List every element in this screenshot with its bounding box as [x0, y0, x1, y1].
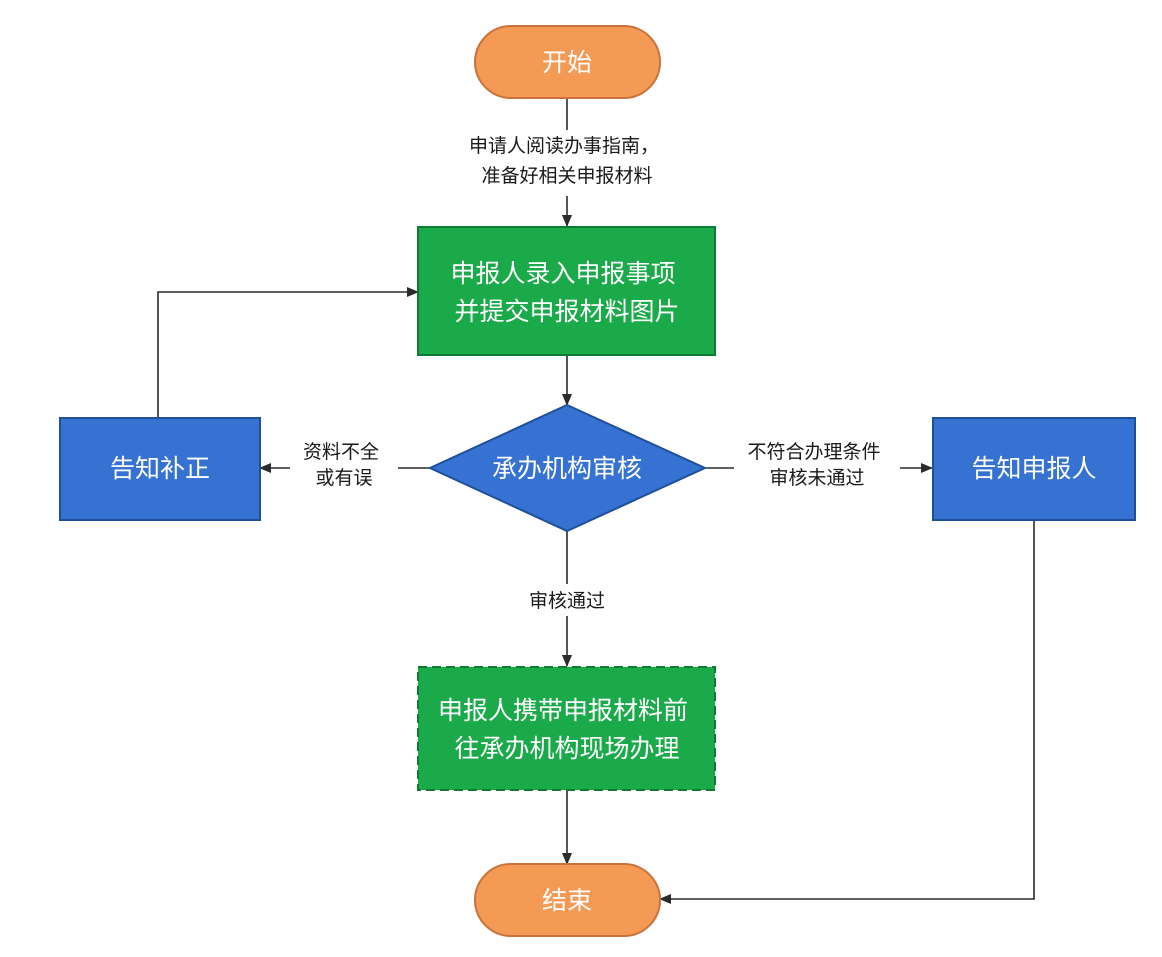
edge-label-review-to-notify: 不符合办理条件 审核未通过	[747, 441, 886, 489]
end-node: 结束	[474, 863, 661, 937]
onsite-node-label: 申报人携带申报材料前 往承办机构现场办理	[438, 696, 696, 763]
end-node-label: 结束	[542, 886, 592, 915]
review-decision-label: 承办机构审核	[492, 454, 642, 483]
onsite-node: 申报人携带申报材料前 往承办机构现场办理	[417, 666, 716, 791]
edge-label-review-to-onsite: 审核通过	[529, 590, 605, 612]
connectors	[157, 98, 1035, 904]
review-decision-node: 承办机构审核	[427, 403, 708, 533]
submit-node: 申报人录入申报事项 并提交申报材料图片	[417, 226, 716, 356]
edge-label-review-to-supplement: 资料不全 或有误	[303, 441, 385, 489]
connector-supplement-to-submit	[157, 287, 419, 418]
supplement-node-label: 告知补正	[110, 454, 210, 483]
start-node: 开始	[474, 25, 661, 99]
notify-node: 告知申报人	[932, 417, 1136, 521]
start-node-label: 开始	[542, 48, 592, 77]
supplement-node: 告知补正	[59, 417, 261, 521]
edge-label-start-to-submit: 申请人阅读办事指南， 准备好相关申报材料	[469, 135, 665, 187]
notify-node-label: 告知申报人	[971, 454, 1096, 483]
connector-notify-to-end	[659, 520, 1035, 904]
submit-node-label: 申报人录入申报事项 并提交申报材料图片	[451, 259, 684, 326]
